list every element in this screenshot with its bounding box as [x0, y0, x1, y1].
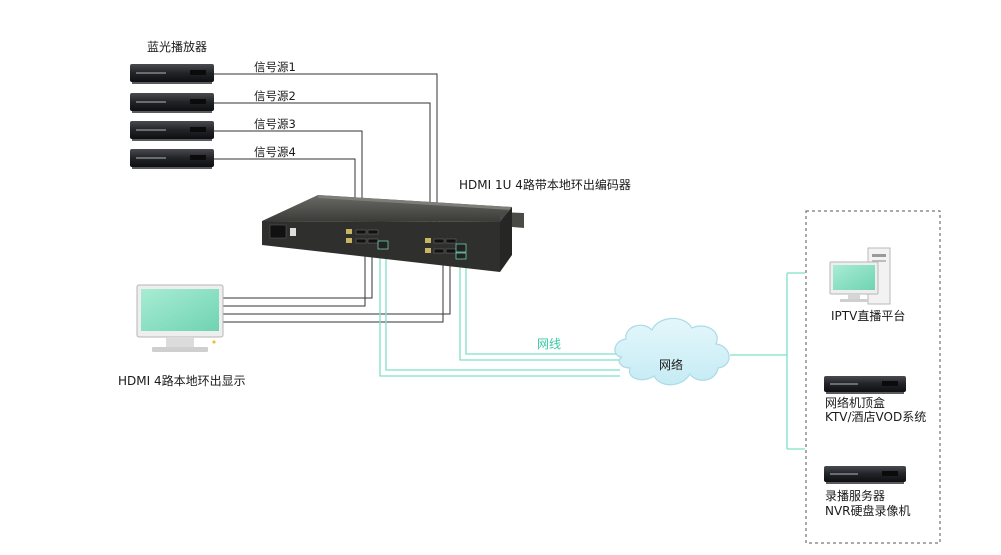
local-display-label: HDMI 4路本地环出显示 — [118, 374, 246, 388]
pc-icon — [829, 247, 891, 305]
source-4-label: 信号源4 — [254, 145, 296, 159]
bluray-player-icon — [130, 149, 214, 169]
client-group-box — [805, 210, 941, 544]
network-cable-label: 网线 — [537, 337, 562, 351]
bluray-player-icon — [130, 64, 214, 84]
bluray-player-icon — [130, 121, 214, 141]
loopout-line-2 — [222, 256, 366, 307]
bluray-player-icon — [130, 93, 214, 113]
encoder-device-icon — [262, 195, 524, 272]
nvr-label-line1: 录播服务器 — [825, 489, 886, 503]
encoder-label: HDMI 1U 4路带本地环出编码器 — [459, 178, 631, 192]
stb-label-line2: KTV/酒店VOD系统 — [825, 410, 927, 424]
network-cloud-label: 网络 — [659, 358, 684, 372]
loopout-line-1 — [222, 256, 373, 299]
network-cables — [379, 250, 805, 450]
monitor-icon — [136, 284, 224, 352]
source-1-label: 信号源1 — [254, 60, 296, 74]
bluray-player-label: 蓝光播放器 — [147, 40, 208, 54]
source-line-1 — [213, 73, 438, 238]
source-line-2 — [213, 102, 431, 238]
nvr-icon — [824, 466, 906, 484]
loopout-line-3 — [222, 262, 451, 315]
loopout-line-4 — [222, 262, 444, 323]
source-2-label: 信号源2 — [254, 89, 296, 103]
nvr-label-line2: NVR硬盘录像机 — [825, 504, 911, 518]
set-top-box-icon — [824, 376, 906, 394]
loopout-lines — [222, 256, 451, 323]
iptv-label: IPTV直播平台 — [831, 309, 906, 323]
cloud-icon — [614, 317, 730, 386]
source-3-label: 信号源3 — [254, 117, 296, 131]
bluray-players — [130, 64, 214, 169]
stb-label-line1: 网络机顶盒 — [825, 396, 886, 410]
